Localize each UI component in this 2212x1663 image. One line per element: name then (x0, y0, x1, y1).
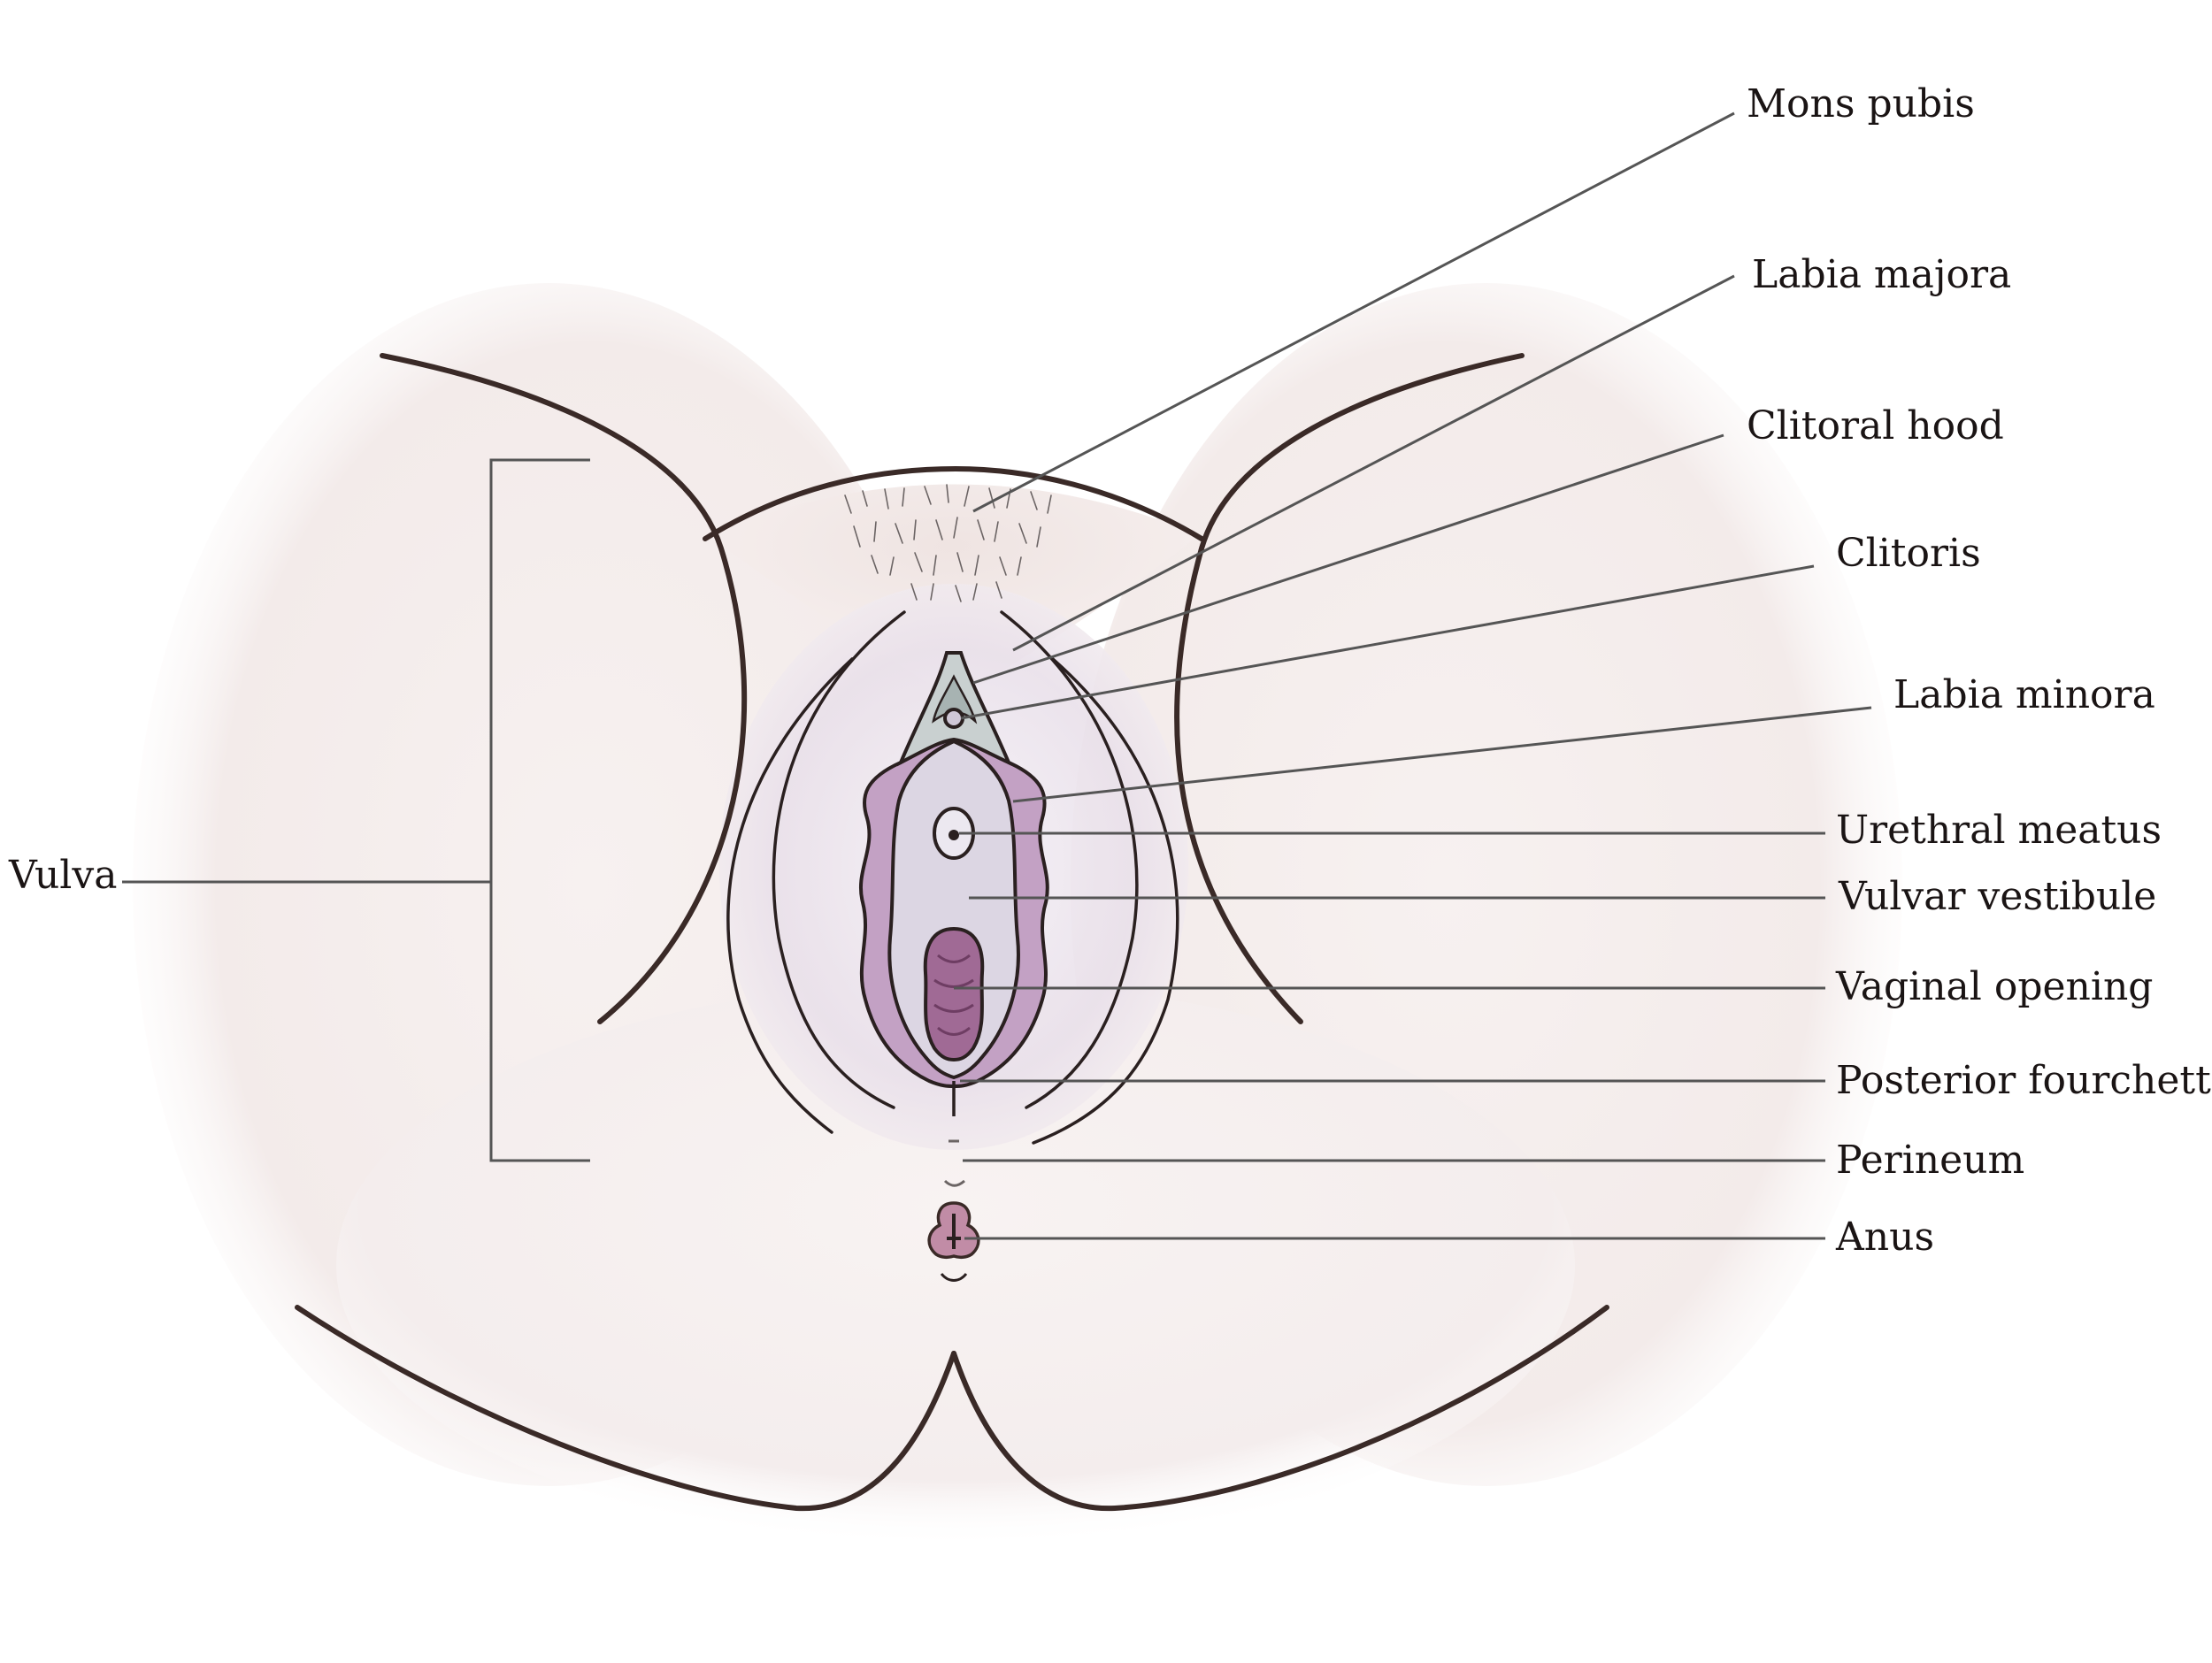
label-urethral-meatus: Urethral meatus (1836, 808, 2162, 853)
label-perineum: Perineum (1836, 1138, 2024, 1183)
vulvar-vestibule (887, 739, 1020, 1080)
vulva-bracket (122, 458, 590, 1162)
label-anus: Anus (1835, 1215, 1934, 1260)
anus (927, 1201, 980, 1282)
labia-majora-lines (726, 610, 1179, 1145)
label-vulvar-vestibule: Vulvar vestibule (1838, 874, 2156, 919)
clitoris (943, 708, 964, 729)
label-vulva: Vulva (8, 853, 117, 898)
urethral-meatus (933, 807, 975, 860)
leader-lines (954, 111, 1872, 1240)
label-vaginal-opening: Vaginal opening (1835, 964, 2153, 1009)
label-posterior-fourchette: Posterior fourchette (1836, 1058, 2212, 1103)
label-labia-minora: Labia minora (1893, 672, 2155, 717)
skin-background (133, 283, 1902, 1548)
vaginal-opening (923, 926, 985, 1062)
pubic-hair (844, 484, 1052, 602)
perineum-marks (943, 1139, 965, 1187)
label-labia-majora: Labia majora (1752, 252, 2011, 297)
label-clitoris: Clitoris (1836, 531, 1981, 576)
body-outlines (295, 353, 1609, 1512)
label-mons-pubis: Mons pubis (1747, 81, 1975, 126)
label-clitoral-hood: Clitoral hood (1747, 403, 2004, 448)
